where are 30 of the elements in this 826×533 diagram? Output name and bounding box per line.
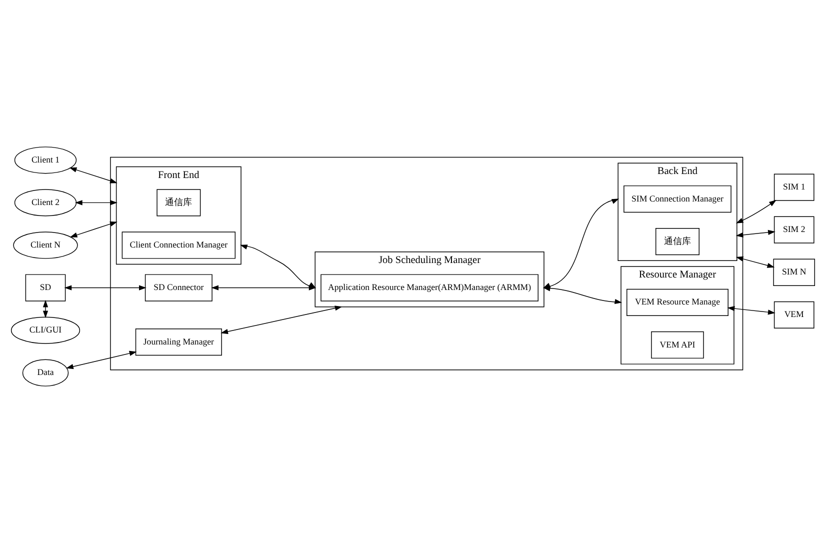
arrow — [736, 230, 776, 238]
node-ellipse: Data — [22, 359, 69, 386]
arrow — [736, 200, 776, 224]
node-box: VEM API — [651, 331, 704, 359]
arrow — [211, 285, 316, 290]
arrow — [542, 286, 622, 304]
node-ellipse: Client 2 — [14, 189, 77, 216]
node-box: SD — [25, 274, 66, 302]
arrow — [42, 300, 48, 318]
arrow — [75, 200, 118, 206]
node-box: 通信库 — [655, 228, 700, 256]
node-box: SIM 1 — [774, 174, 814, 201]
arrow — [69, 167, 118, 184]
node-box: VEM — [774, 301, 814, 328]
node-box: 通信库 — [156, 189, 201, 216]
arrow — [736, 256, 775, 268]
node-box: SIM N — [773, 258, 816, 286]
arrow — [66, 350, 137, 370]
arrow — [70, 222, 118, 238]
arrow — [220, 306, 342, 334]
arrow — [727, 306, 776, 315]
node-box: Client Connection Manager — [122, 232, 236, 259]
node-box: Journaling Manager — [135, 328, 222, 356]
node-box: VEM Resource Manage — [626, 288, 728, 316]
node-ellipse: CLI/GUI — [10, 316, 80, 344]
node-box: Application Resource Manager(ARM)Manager (ARMM) — [320, 274, 538, 302]
node-box: SIM 2 — [774, 216, 814, 244]
node-box: SIM Connection Manager — [624, 185, 732, 213]
arrow — [64, 285, 146, 290]
node-box: SD Connector — [144, 274, 212, 302]
